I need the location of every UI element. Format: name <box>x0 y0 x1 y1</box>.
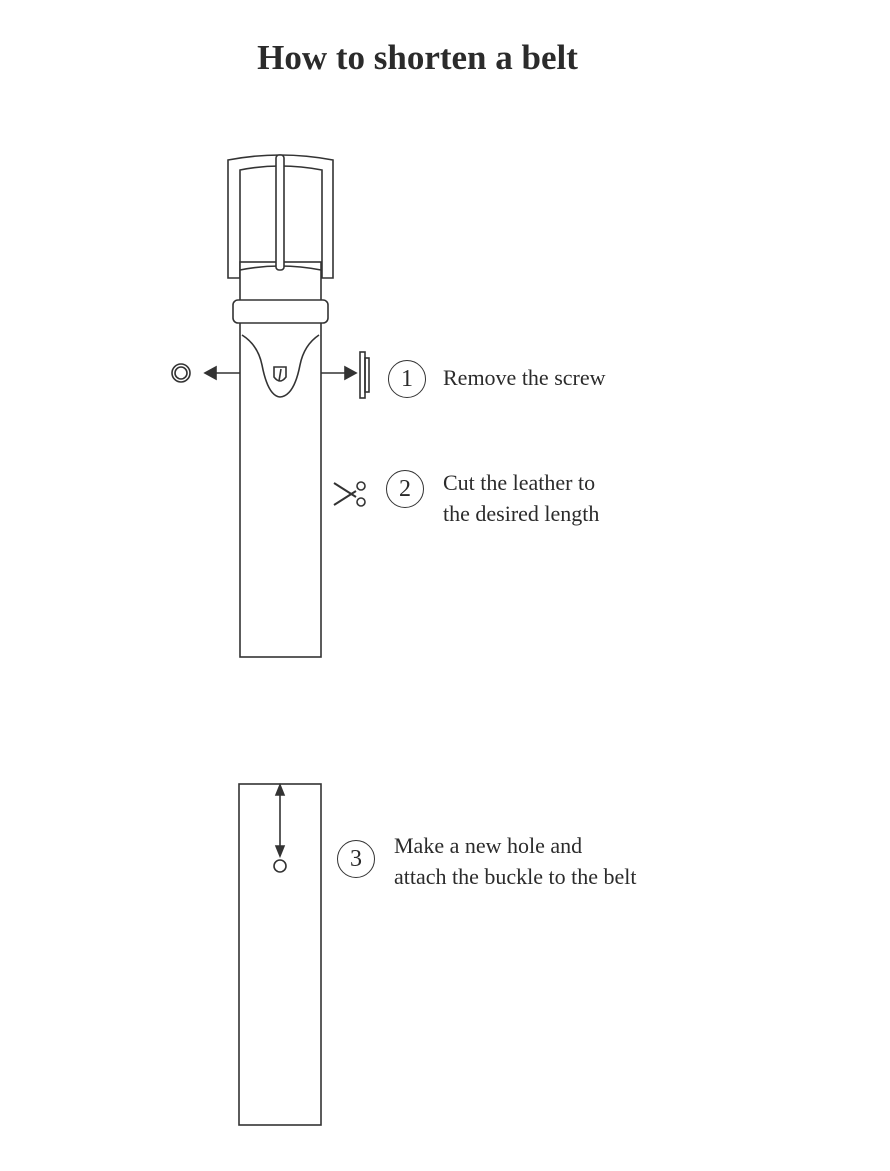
buckle-tip-cap <box>241 334 320 398</box>
step-2-text: Cut the leather to the desired length <box>443 467 599 529</box>
step-1-text: Remove the screw <box>443 365 606 390</box>
step-2-line-2: the desired length <box>443 501 600 526</box>
belt-keeper <box>232 299 329 324</box>
diagram-title: How to shorten a belt <box>257 38 578 77</box>
buckle <box>227 154 334 279</box>
step-3-number: 3 <box>337 840 375 878</box>
belt-strap-top <box>239 261 322 658</box>
shield-logo-icon <box>273 366 287 382</box>
scissors-icon <box>333 481 366 507</box>
arrow-right-icon <box>321 365 358 381</box>
screw-icon <box>359 351 370 399</box>
washer-icon <box>171 363 191 383</box>
step-2-line-1: Cut the leather to <box>443 470 596 495</box>
step-2-number: 2 <box>386 470 424 508</box>
arrow-left-icon <box>203 365 240 381</box>
step-3-line-1: Make a new hole and <box>394 833 583 858</box>
buckle-prong <box>275 154 285 271</box>
step-1-number: 1 <box>388 360 426 398</box>
step-3-text: Make a new hole and attach the buckle to… <box>394 830 637 892</box>
measure-arrow-icon <box>274 782 286 859</box>
step-3-line-2: attach the buckle to the belt <box>394 864 637 889</box>
new-hole-icon <box>273 859 287 873</box>
